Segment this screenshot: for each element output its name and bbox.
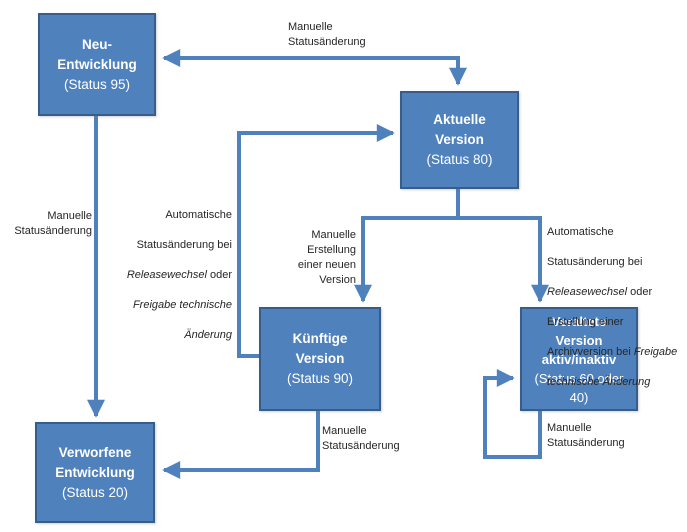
label-manual-kuenftig-verworfen: Manuelle Statusänderung: [322, 425, 400, 452]
edge-aktuell-to-kuenftig: [354, 216, 458, 303]
label-line: Releasewechsel oder: [126, 269, 232, 281]
edge-veraltet-self-loop: [483, 369, 542, 459]
label-manual-top: Manuelle Statusänderung: [288, 21, 366, 48]
edge-kuenftig-to-verworfen: [162, 411, 320, 479]
label-manual-new-version: Manuelle Erstellung einer neuen Version: [297, 229, 356, 286]
node-status: (Status 90): [286, 371, 354, 386]
label-line: Releasewechsel oder: [547, 286, 653, 298]
label-line: Archivversion bei Freigabe: [547, 346, 678, 358]
node-verworfene-entwicklung: Verworfene Entwicklung (Status 20): [35, 422, 155, 523]
node-status: (Status 80): [426, 152, 493, 167]
node-title: Künftige Version: [292, 331, 348, 366]
label-line: Automatische: [547, 226, 614, 238]
label-manual-veraltet-loop: Manuelle Statusänderung: [547, 422, 625, 449]
label-auto-statuschange-left: Automatische Statusänderung bei Releasew…: [126, 193, 232, 358]
node-veraltete-version: Veraltete Version aktiv/inaktiv (Status …: [520, 307, 638, 411]
node-aktuelle-version: Aktuelle Version (Status 80): [400, 91, 519, 189]
edge-kuenftig-to-aktuell-loop: [237, 124, 395, 358]
node-title: Aktuelle Version: [433, 112, 486, 147]
label-auto-statuschange-right: Automatische Statusänderung bei Releasew…: [547, 210, 685, 405]
label-line: Änderung: [184, 329, 232, 341]
label-line: Automatische: [165, 209, 232, 221]
label-line: Erstellung einer: [547, 316, 624, 328]
label-line: Statusänderung bei: [136, 239, 232, 251]
node-title: Neu- Entwicklung: [57, 36, 137, 72]
label-manual-left: Manuelle Statusänderung: [14, 210, 92, 237]
node-title: Verworfene Entwicklung: [55, 444, 135, 480]
node-kuenftige-version: Künftige Version (Status 90): [259, 307, 381, 411]
node-status: (Status 95): [63, 76, 131, 92]
edge-aktuell-to-veraltet: [458, 216, 549, 303]
node-status: (Status 60 oder 40): [534, 370, 624, 405]
node-neu-entwicklung: Neu- Entwicklung (Status 95): [38, 13, 156, 116]
node-title: Veraltete Version aktiv/inaktiv: [541, 313, 617, 367]
label-line: Statusänderung bei: [547, 256, 643, 268]
label-line: Freigabe technische: [132, 299, 232, 311]
label-line: technische Änderung: [547, 376, 651, 388]
node-status: (Status 20): [61, 484, 129, 500]
